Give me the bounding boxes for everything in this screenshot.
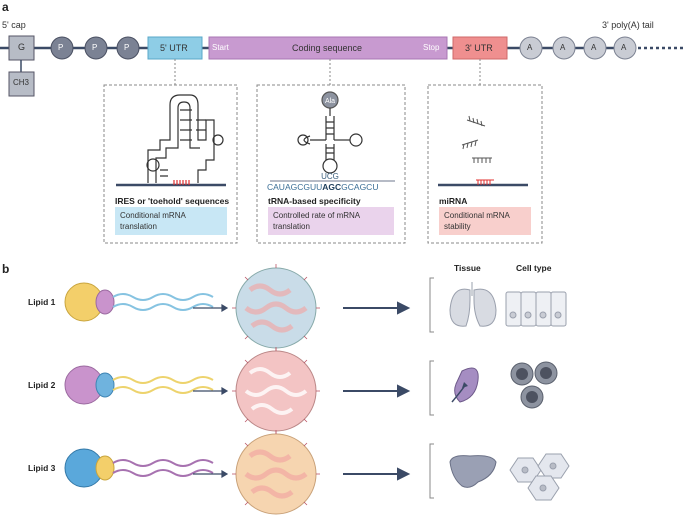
- adenine-3-label: A: [591, 43, 597, 52]
- phosphate-3-label: P: [124, 43, 130, 52]
- box-trna: [256, 84, 406, 244]
- phosphate-1-label: P: [58, 43, 64, 52]
- ires-structure-icon: [146, 94, 224, 183]
- cap-g-label: G: [18, 42, 26, 52]
- trna-sequence-pre: CAUAGCGUU: [267, 182, 322, 192]
- spleen-tissue-icon: [451, 367, 479, 403]
- mirna-box-title: miRNA: [439, 196, 468, 206]
- poly-a-tail-label: 3' poly(A) tail: [602, 20, 654, 30]
- cds-label: Coding sequence: [292, 43, 363, 53]
- mirna-box-note: Conditional mRNA stability: [439, 207, 531, 235]
- target-brackets: [429, 277, 434, 499]
- ires-box-note: Conditional mRNA translation: [115, 207, 227, 235]
- adenine-1: [519, 36, 543, 60]
- trna-box-note: Controlled rate of mRNA translation: [268, 207, 394, 235]
- hepatocytes-icon: [509, 453, 570, 501]
- box-mirna: [427, 84, 543, 244]
- cds-box: [208, 36, 448, 60]
- nanoparticle-3: [232, 430, 320, 515]
- utr5-label: 5' UTR: [160, 43, 188, 53]
- cap-g-box: [8, 35, 35, 61]
- tissue-column-header: Tissue: [454, 263, 481, 273]
- methyl-box: [8, 71, 35, 97]
- panel-b-letter: b: [2, 262, 10, 276]
- celltype-column-header: Cell type: [516, 263, 552, 273]
- phosphate-2: [84, 36, 108, 60]
- lipid-1-label: Lipid 1: [28, 297, 56, 307]
- five-prime-cap-label: 5' cap: [2, 20, 26, 30]
- lung-tissue-icon: [449, 282, 497, 327]
- mirna-binding-marks: [476, 179, 494, 185]
- utr3-label: 3' UTR: [465, 43, 493, 53]
- ires-box-title: IRES or 'toehold' sequences: [115, 196, 230, 206]
- nanoparticle-2: [232, 347, 320, 435]
- trna-codon: AGC: [322, 182, 341, 192]
- arrows-small: [193, 303, 229, 479]
- ires-toehold-marks: [173, 180, 190, 185]
- trna-box-title: tRNA-based specificity: [268, 196, 361, 206]
- trna-sequence: CAUAGCGUUAGCGCAGCU: [267, 182, 378, 192]
- adenine-2-label: A: [560, 43, 566, 52]
- stop-label: Stop: [423, 43, 440, 52]
- adenine-4-label: A: [621, 43, 627, 52]
- phosphate-2-label: P: [92, 43, 98, 52]
- adenine-2: [552, 36, 576, 60]
- trna-anticodon: UCG: [321, 172, 339, 181]
- trna-amino-acid: Ala: [325, 98, 335, 105]
- methyl-label: CH3: [13, 78, 30, 87]
- liver-tissue-icon: [449, 455, 497, 488]
- nanoparticle-1: [232, 264, 320, 352]
- arrows-large: [343, 301, 411, 481]
- lipid-2-molecule: [64, 365, 214, 405]
- immune-cells-icon: [510, 361, 558, 409]
- mirna-fragments-icon: [461, 115, 492, 163]
- trna-sequence-post: GCAGCU: [341, 182, 378, 192]
- phosphate-3: [116, 36, 140, 60]
- adenine-1-label: A: [527, 43, 533, 52]
- epithelial-cells-icon: [505, 291, 567, 327]
- adenine-3: [583, 36, 607, 60]
- trna-icon: [297, 91, 363, 174]
- phosphate-1: [50, 36, 74, 60]
- lipid-1-molecule: [64, 282, 214, 322]
- adenine-4: [613, 36, 637, 60]
- lipid-2-label: Lipid 2: [28, 380, 56, 390]
- lipid-3-label: Lipid 3: [28, 463, 56, 473]
- start-label: Start: [212, 43, 229, 52]
- box-ires: [103, 84, 238, 244]
- panel-a-letter: a: [2, 0, 9, 14]
- lipid-3-molecule: [64, 448, 214, 488]
